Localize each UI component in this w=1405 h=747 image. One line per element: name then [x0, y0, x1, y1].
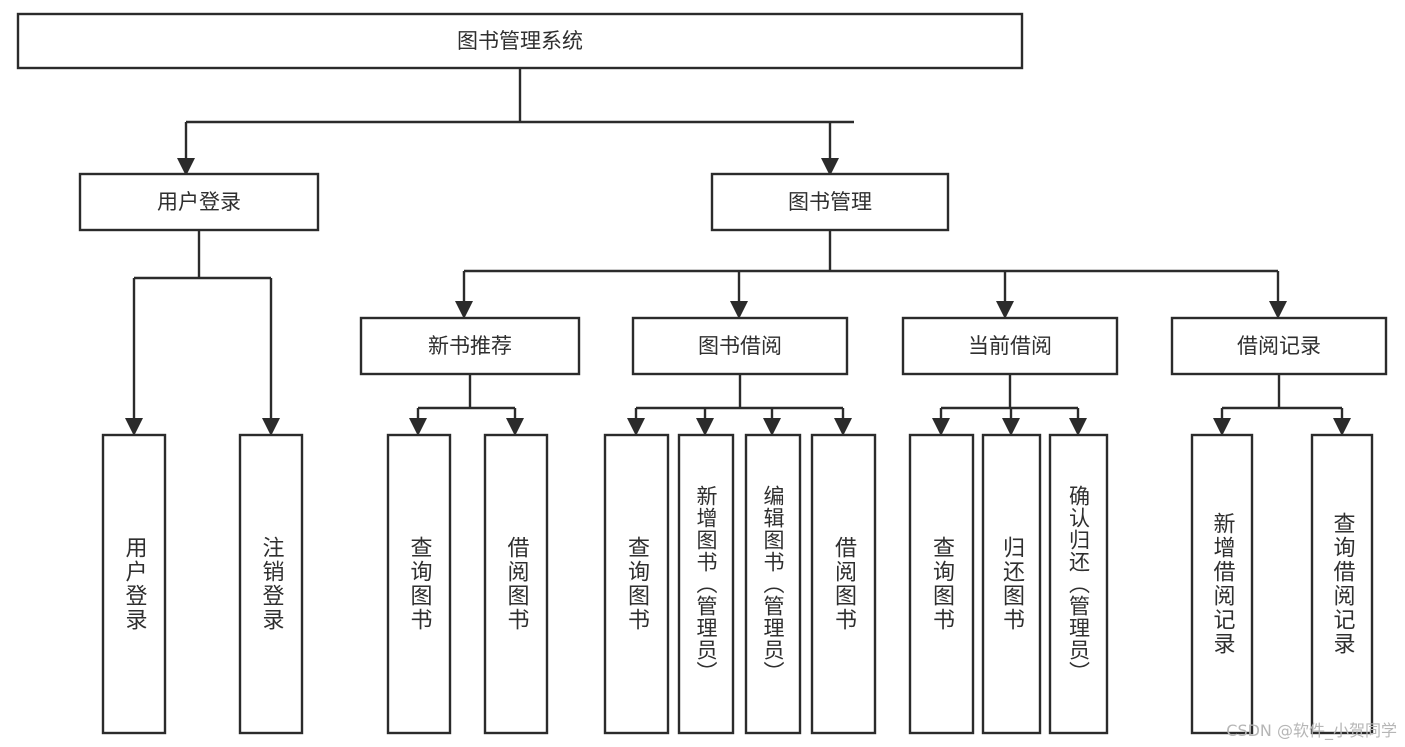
leaf-box-query-book-1[interactable] — [386, 433, 452, 735]
leaf-box-confirm-return[interactable] — [1048, 433, 1109, 735]
leaf-box-query-book-3[interactable] — [908, 433, 975, 735]
node-current-borrow-label: 当前借阅 — [968, 334, 1052, 358]
node-current-borrow[interactable]: 当前借阅 — [901, 316, 1119, 376]
node-borrow-record-label: 借阅记录 — [1237, 334, 1321, 358]
node-user-login[interactable]: 用户登录 — [78, 172, 320, 232]
leaf-box-user-login[interactable] — [101, 433, 167, 735]
node-new-book-rec-label: 新书推荐 — [428, 334, 512, 358]
node-book-manage[interactable]: 图书管理 — [710, 172, 950, 232]
connector-root-to-level2 — [177, 68, 854, 176]
leaf-box-return-book[interactable] — [981, 433, 1042, 735]
node-root-label: 图书管理系统 — [457, 29, 583, 53]
node-book-manage-label: 图书管理 — [788, 190, 872, 214]
leaf-box-query-record[interactable] — [1310, 433, 1374, 735]
node-book-borrow[interactable]: 图书借阅 — [631, 316, 849, 376]
leaf-box-borrow-book-1[interactable] — [483, 433, 549, 735]
node-borrow-record[interactable]: 借阅记录 — [1170, 316, 1388, 376]
leaf-box-add-record[interactable] — [1190, 433, 1254, 735]
leaf-box-logout[interactable] — [238, 433, 304, 735]
connector-bookmanage-to-level3 — [455, 230, 1287, 319]
node-new-book-rec[interactable]: 新书推荐 — [359, 316, 581, 376]
connector-borrowrecord-to-leaves — [1213, 374, 1351, 436]
connector-newbookrec-to-leaves — [409, 374, 524, 436]
node-root[interactable]: 图书管理系统 — [16, 12, 1024, 70]
leaf-box-borrow-book-2[interactable] — [810, 433, 877, 735]
connector-bookborrow-to-leaves — [627, 374, 852, 436]
node-user-login-label: 用户登录 — [157, 190, 241, 214]
leaf-box-edit-book[interactable] — [744, 433, 802, 735]
connector-userlogin-to-leaves — [125, 230, 280, 436]
connector-currentborrow-to-leaves — [932, 374, 1087, 436]
csdn-watermark: CSDN @软件_小贺同学 — [1226, 721, 1397, 740]
leaf-box-add-book[interactable] — [677, 433, 735, 735]
leaf-box-query-book-2[interactable] — [603, 433, 670, 735]
node-book-borrow-label: 图书借阅 — [698, 334, 782, 358]
